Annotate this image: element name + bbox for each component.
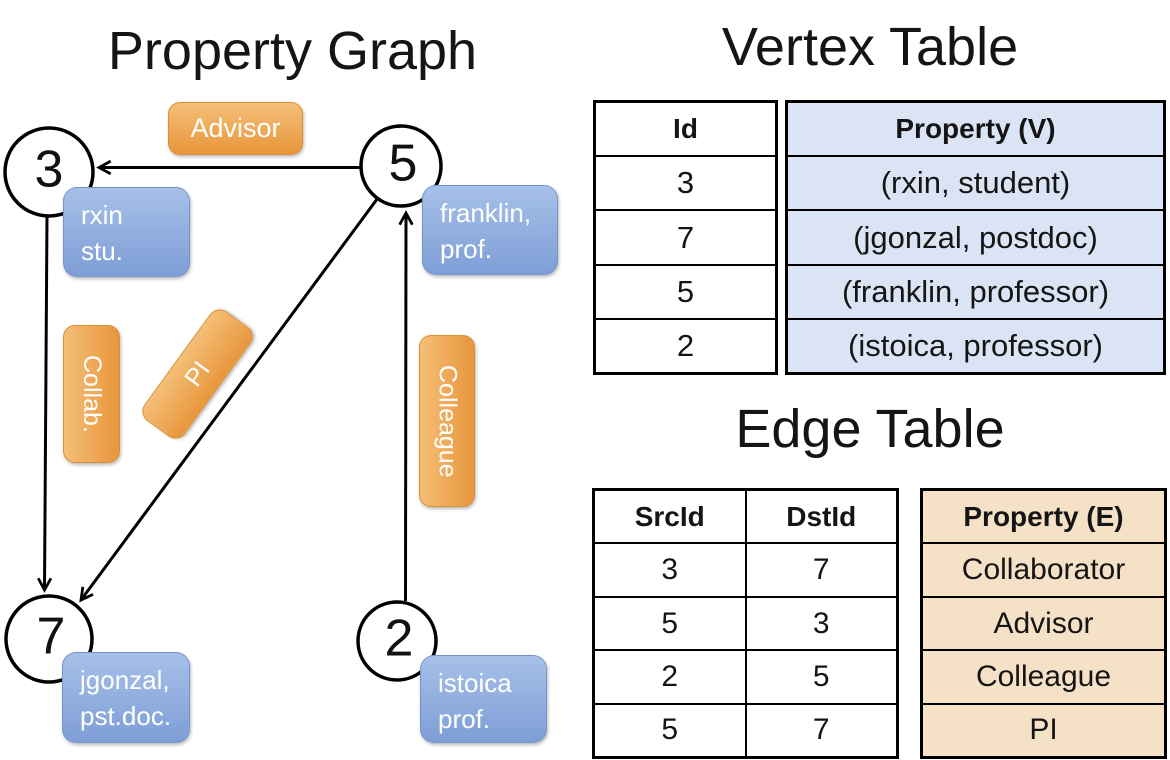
edge-table-dstid-cell: 3 (746, 595, 896, 649)
vertex-table-id-cell: 2 (596, 317, 775, 372)
vertex-table-id-column: Id 3 7 5 2 (593, 100, 778, 375)
vertex-prop-box-istoica: istoica prof. (420, 655, 547, 743)
node-circle-5 (359, 124, 443, 208)
vertex-table-id-cell: 7 (596, 209, 775, 263)
edge-table-dstid-column: DstId 7 3 5 7 (744, 491, 896, 756)
vertex-table-property-cell: (rxin, student) (788, 155, 1163, 209)
node-id-2: 2 (384, 609, 414, 668)
edge-collaborator-3-to-7 (36, 215, 53, 593)
property-graph-title: Property Graph (107, 21, 478, 81)
edge-label-advisor: Advisor (168, 102, 303, 155)
vertex-table-property-column: Property (V) (rxin, student) (jgonzal, p… (785, 100, 1166, 375)
vertex-table-id-cell: 5 (596, 263, 775, 318)
vertex-prop-box-jgonzal: jgonzal, pst.doc. (62, 652, 190, 743)
node-id-5: 5 (388, 134, 418, 193)
edge-table-srcid-column: SrcId 3 5 2 5 (595, 491, 745, 756)
edge-table-property-column: Property (E) Collaborator Advisor Collea… (920, 488, 1167, 759)
vertex-prop-line: prof. (440, 234, 493, 264)
node-circle-2 (356, 600, 438, 682)
vertex-prop-box-franklin: franklin, prof. (422, 185, 558, 275)
edge-table-srcid-cell: 3 (595, 542, 745, 595)
node-id-3: 3 (34, 140, 64, 199)
vertex-prop-line: rxin (81, 200, 123, 230)
edge-table-dstid-cell: 7 (746, 542, 896, 595)
edge-table-srcid-cell: 5 (595, 595, 745, 649)
vertex-prop-line: jgonzal, (80, 665, 170, 695)
vertex-prop-box-rxin: rxin stu. (63, 187, 190, 277)
edge-table-property-cell: PI (923, 702, 1164, 756)
edge-table-srcid-cell: 2 (595, 649, 745, 702)
node-id-7: 7 (36, 607, 66, 666)
vertex-prop-line: pst.doc. (80, 701, 172, 731)
vertex-table-property-cell: (jgonzal, postdoc) (788, 209, 1163, 263)
edge-table-property-cell: Advisor (923, 595, 1164, 649)
edge-table-dstid-cell: 7 (746, 702, 896, 756)
edge-table-property-header: Property (E) (963, 500, 1124, 532)
vertex-table-property-cell: (istoica, professor) (788, 317, 1163, 372)
edge-label-collab: Collab. (63, 325, 120, 463)
edge-label-colleague: Colleague (419, 335, 475, 507)
edge-pi-5-to-7 (79, 197, 379, 603)
edge-table-id-columns: SrcId 3 5 2 5 DstId 7 3 5 7 (592, 488, 899, 759)
vertex-table-title: Vertex Table (721, 17, 1019, 77)
edge-table-srcid-header: SrcId (634, 500, 705, 532)
vertex-table-property-header: Property (V) (895, 113, 1056, 145)
vertex-prop-line: prof. (438, 704, 491, 734)
vertex-table-id-cell: 3 (596, 155, 775, 209)
edge-table-title: Edge Table (735, 399, 1005, 459)
edge-colleague-2-to-5 (398, 210, 414, 602)
edge-table-property-cell: Colleague (923, 649, 1164, 702)
edge-table-dstid-header: DstId (786, 500, 857, 532)
vertex-prop-line: stu. (81, 236, 123, 266)
vertex-prop-line: istoica (438, 668, 512, 698)
edge-table-property-cell: Collaborator (923, 542, 1164, 595)
vertex-table-property-cell: (franklin, professor) (788, 263, 1163, 318)
edge-table-dstid-cell: 5 (746, 649, 896, 702)
vertex-table-id-header: Id (673, 113, 698, 145)
property-graph-drawing (3, 124, 443, 684)
vertex-prop-line: franklin, (440, 198, 532, 228)
edge-table-srcid-cell: 5 (595, 702, 745, 756)
